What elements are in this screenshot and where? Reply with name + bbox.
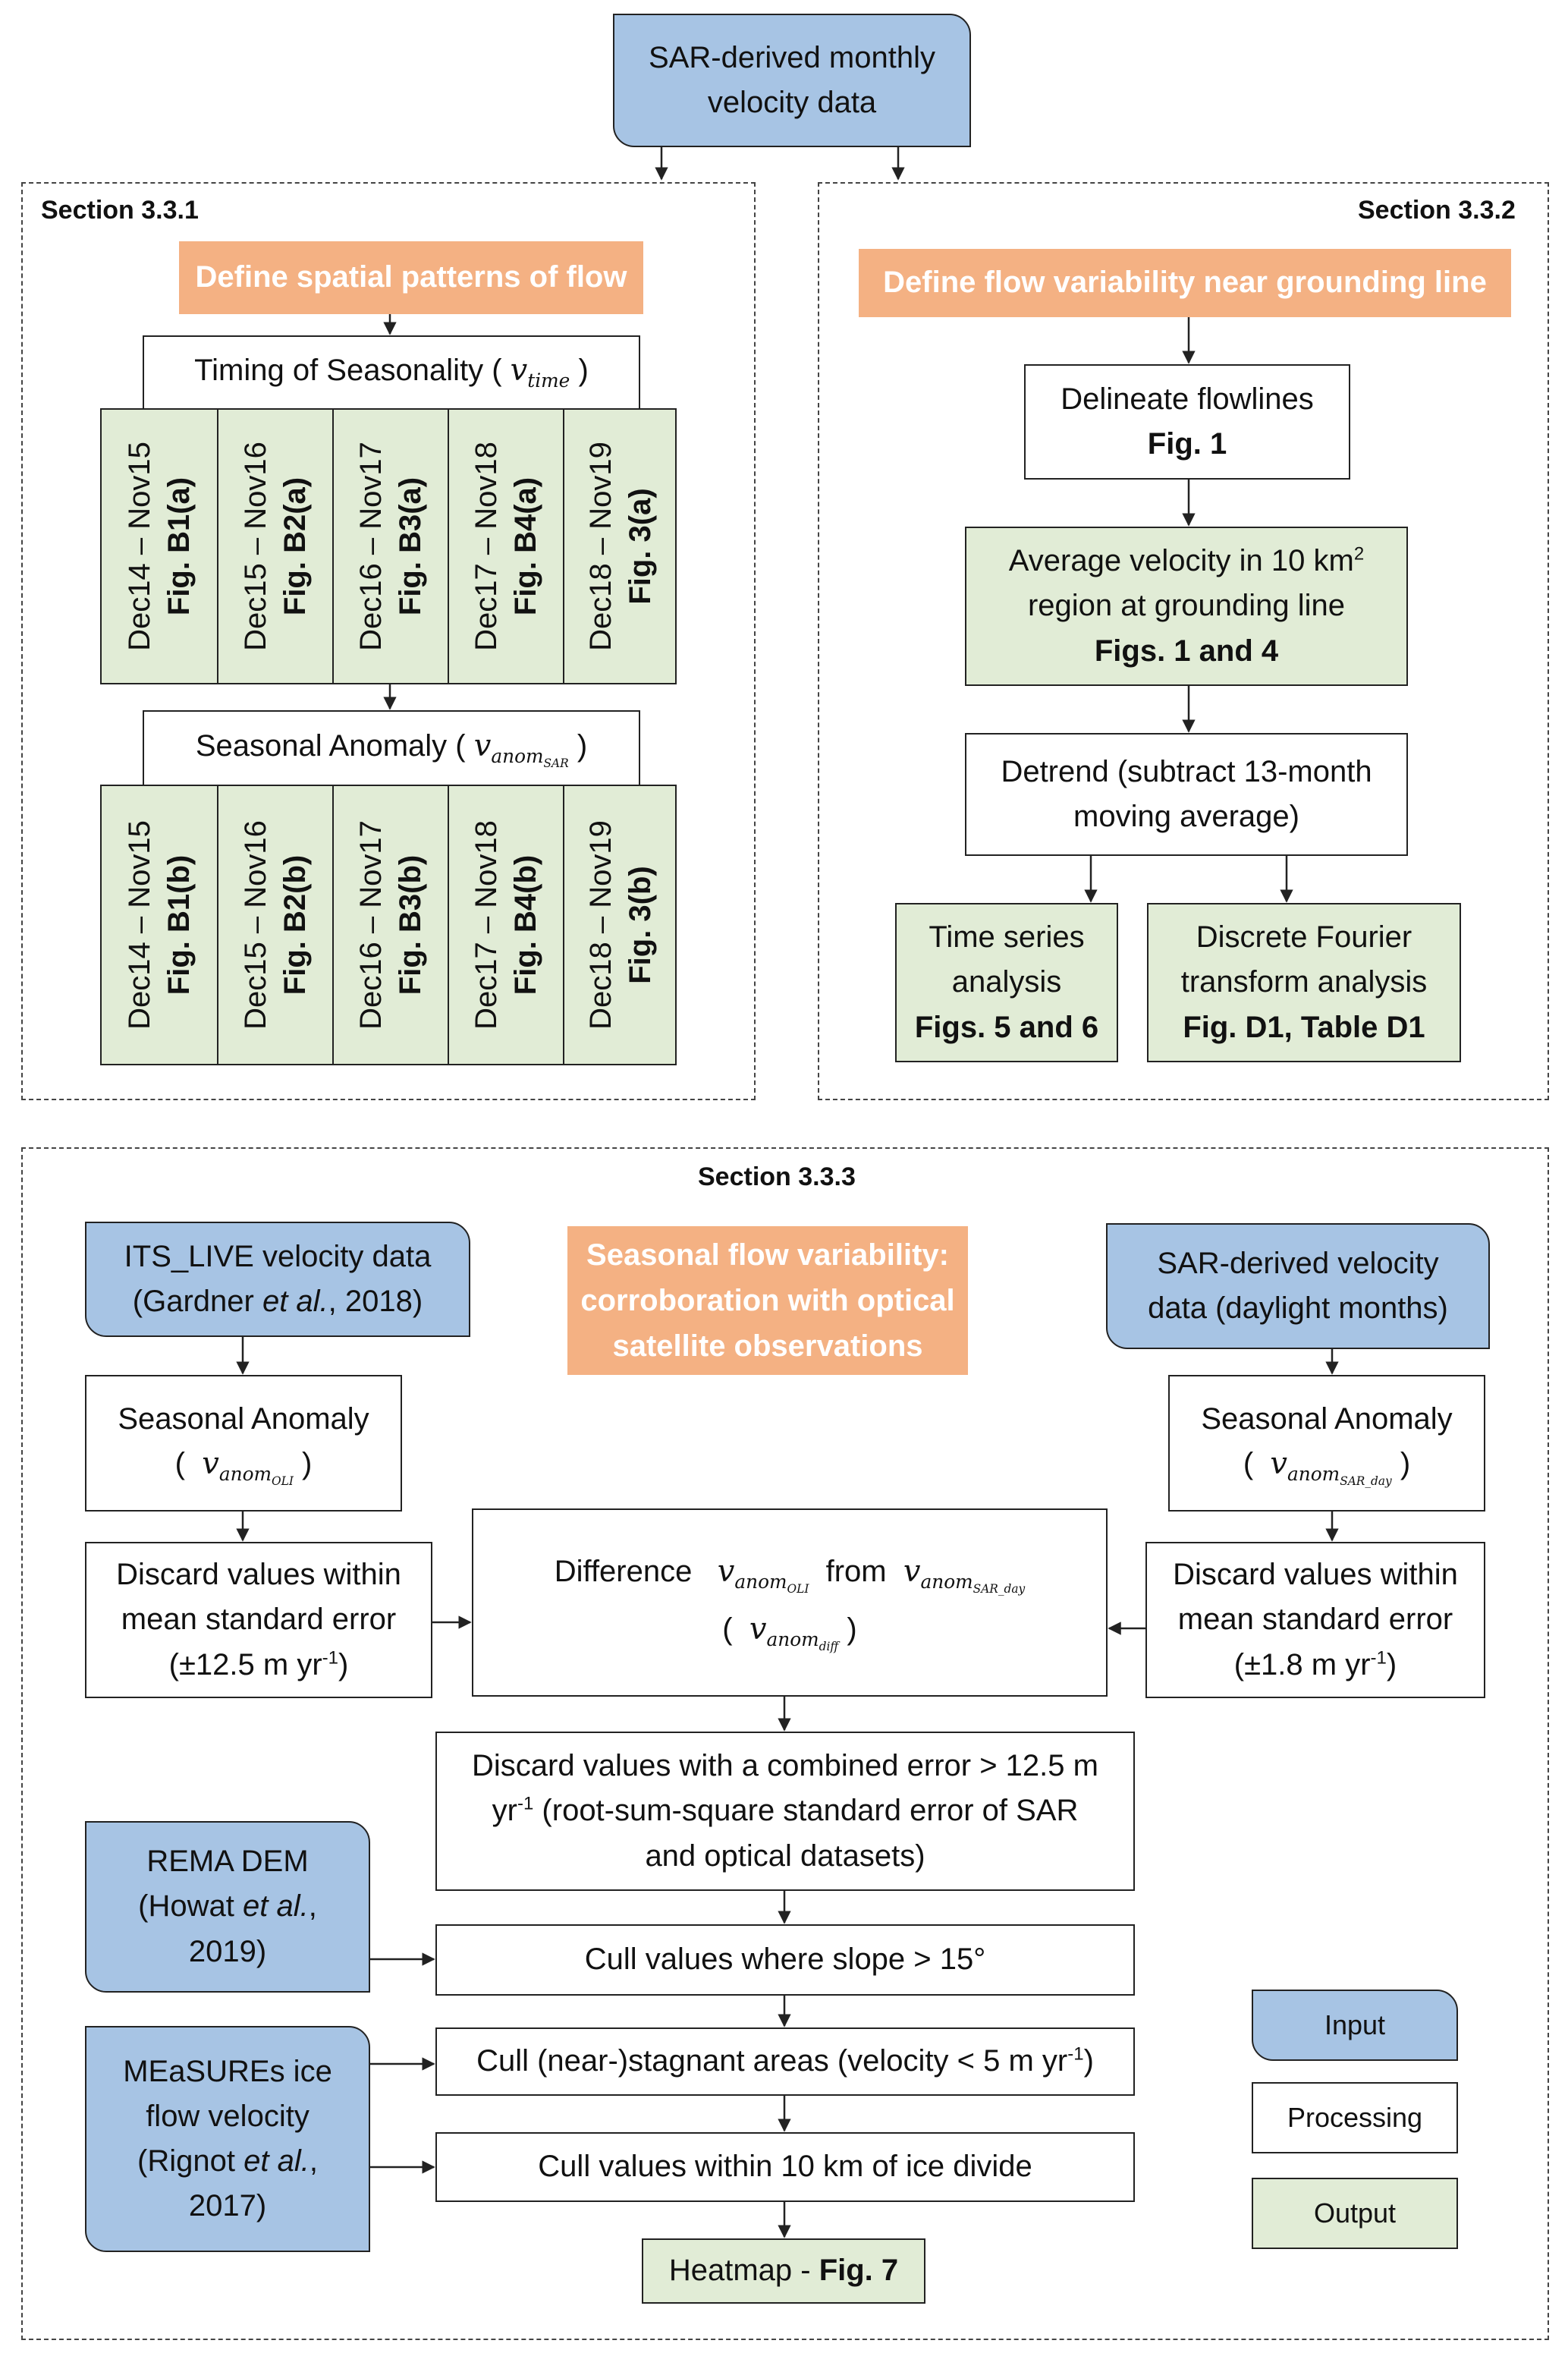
stagnant-cull-box: Cull (near-)stagnant areas (velocity < 5…	[435, 2027, 1135, 2096]
section-3-3-2	[818, 182, 1549, 1100]
difference-box: Difference vanomOLI from vanomSAR_day ( …	[472, 1508, 1108, 1697]
average-velocity-box: Average velocity in 10 km2 region at gro…	[965, 527, 1408, 686]
timing-of-seasonality-box: Timing of Seasonality ( vtime )	[143, 335, 640, 411]
legend-processing: Processing	[1252, 2082, 1458, 2153]
section-3-3-1	[21, 182, 756, 1100]
legend-output: Output	[1252, 2178, 1458, 2249]
section-3-3-2-label: Section 3.3.2	[1358, 196, 1516, 225]
measures-velocity-input: MEaSUREs ice flow velocity (Rignot et al…	[85, 2026, 370, 2252]
seasonal-anomaly-oli-box: Seasonal Anomaly ( vanomOLI )	[85, 1375, 402, 1512]
rema-dem-input: REMA DEM (Howat et al., 2019)	[85, 1821, 370, 1993]
fourier-analysis-box: Discrete Fourier transform analysis Fig.…	[1147, 903, 1461, 1062]
ice-divide-cull-box: Cull values within 10 km of ice divide	[435, 2132, 1135, 2202]
discard-oli-error-box: Discard values within mean standard erro…	[85, 1542, 432, 1698]
its-live-input: ITS_LIVE velocity data (Gardner et al., …	[85, 1222, 470, 1337]
section-3-3-3-label: Section 3.3.3	[698, 1162, 856, 1191]
time-series-analysis-box: Time series analysis Figs. 5 and 6	[895, 903, 1118, 1062]
seasonal-anomaly-sar-box: Seasonal Anomaly ( vanomSAR )	[143, 710, 640, 786]
discard-sar-error-box: Discard values within mean standard erro…	[1145, 1542, 1485, 1698]
sar-monthly-velocity-input: SAR-derived monthly velocity data	[613, 14, 971, 147]
section-3-3-3	[21, 1147, 1549, 2340]
spatial-patterns-header: Define spatial patterns of flow	[179, 241, 643, 314]
optical-corroboration-header: Seasonal flow variability: corroboration…	[567, 1226, 968, 1375]
grounding-line-header: Define flow variability near grounding l…	[859, 249, 1511, 317]
seasonal-anomaly-sar-day-box: Seasonal Anomaly ( vanomSAR_day )	[1168, 1375, 1485, 1512]
combined-error-box: Discard values with a combined error > 1…	[435, 1732, 1135, 1891]
legend-input: Input	[1252, 1990, 1458, 2061]
heatmap-output-box: Heatmap - Fig. 7	[642, 2238, 925, 2304]
section-3-3-1-label: Section 3.3.1	[41, 196, 199, 225]
delineate-flowlines-box: Delineate flowlines Fig. 1	[1024, 364, 1350, 480]
sar-daylight-input: SAR-derived velocity data (daylight mont…	[1106, 1223, 1490, 1349]
detrend-box: Detrend (subtract 13-month moving averag…	[965, 733, 1408, 856]
slope-cull-box: Cull values where slope > 15°	[435, 1924, 1135, 1996]
